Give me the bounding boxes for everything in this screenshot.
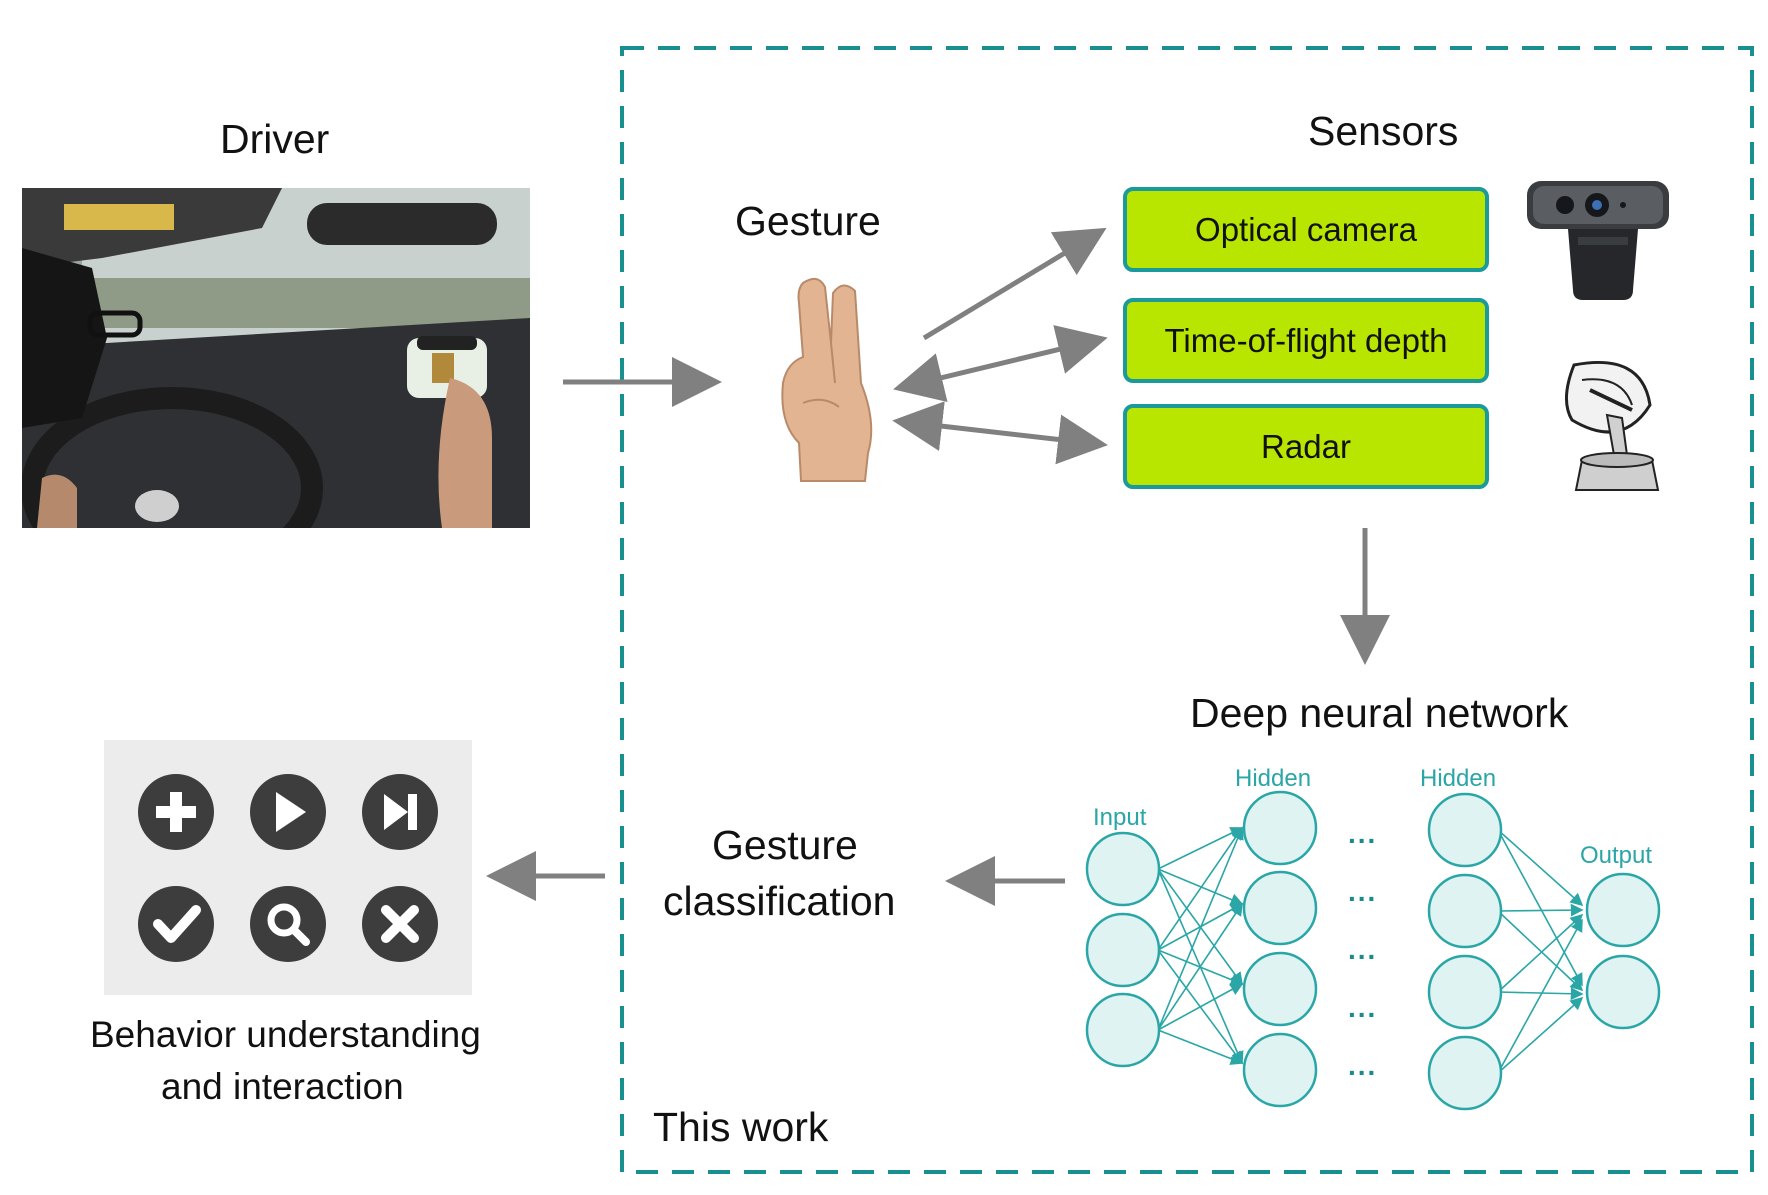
behavior-controls-panel [104, 740, 472, 995]
sensor-label: Optical camera [1195, 210, 1417, 248]
control-icons [138, 774, 438, 962]
behavior-line1: Behavior understanding [90, 1014, 481, 1055]
plus-icon [138, 774, 214, 850]
nn-hidden1-label: Hidden [1235, 765, 1312, 792]
hand-gesture-icon [781, 277, 873, 482]
nn-output-node [1585, 954, 1661, 1030]
sensor-radar: Radar [1123, 404, 1489, 489]
nn-output-label: Output [1580, 842, 1653, 869]
classification-line1: Gesture [712, 822, 858, 868]
gesture-label: Gesture [735, 198, 881, 244]
close-icon [362, 886, 438, 962]
nn-ellipsis: ... [1348, 992, 1378, 1023]
nn-hidden2-node [1427, 792, 1503, 868]
radar-dish-icon [1565, 360, 1660, 491]
nn-ellipsis: ... [1348, 934, 1378, 965]
nn-output-node [1585, 872, 1661, 948]
nn-hidden1-node [1242, 790, 1318, 866]
nn-hidden1-node [1242, 1032, 1318, 1108]
nn-hidden1-node [1242, 951, 1318, 1027]
nn-hidden2-node [1427, 954, 1503, 1030]
arrow-gesture-tof [893, 325, 1108, 402]
sensor-label: Time-of-flight depth [1164, 321, 1448, 359]
sensors-title: Sensors [1308, 108, 1459, 154]
arrow-gesture-to-camera [922, 227, 1107, 341]
sensor-time-of-flight-depth: Time-of-flight depth [1123, 298, 1489, 383]
nn-input-node [1085, 992, 1161, 1068]
search-icon [250, 886, 326, 962]
sensor-label: Radar [1261, 427, 1351, 465]
driver-label: Driver [220, 116, 330, 162]
webcam-icon [1527, 181, 1669, 300]
skip-next-icon [362, 774, 438, 850]
nn-ellipsis: ... [1348, 818, 1378, 849]
classification-line2: classification [663, 878, 896, 924]
car-driver-photo [22, 188, 530, 528]
nn-input-node [1085, 912, 1161, 988]
nn-hidden2-node [1427, 873, 1503, 949]
arrow-gesture-radar [892, 401, 1108, 465]
nn-hidden1-node [1242, 870, 1318, 946]
this-work-label: This work [653, 1104, 829, 1150]
behavior-line2: and interaction [161, 1066, 404, 1107]
nn-input-node [1085, 831, 1161, 907]
nn-ellipsis: ... [1348, 1050, 1378, 1081]
nn-ellipsis: ... [1348, 876, 1378, 907]
nn-hidden2-node [1427, 1035, 1503, 1111]
check-icon [138, 886, 214, 962]
dnn-title: Deep neural network [1190, 690, 1569, 736]
nn-input-label: Input [1093, 804, 1147, 831]
sensor-optical-camera: Optical camera [1123, 187, 1489, 272]
play-icon [250, 774, 326, 850]
nn-hidden2-label: Hidden [1420, 765, 1497, 792]
